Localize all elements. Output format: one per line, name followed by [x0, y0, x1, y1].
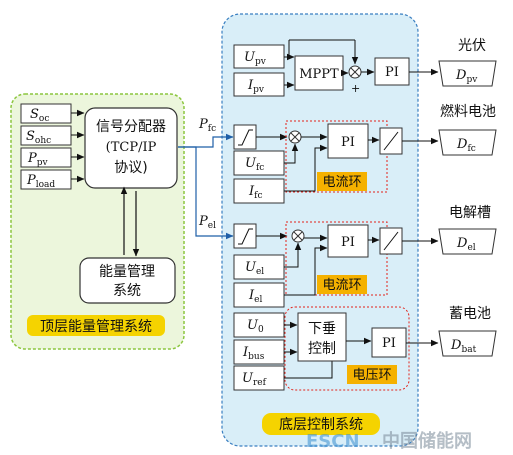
- bat-pi-block: [371, 327, 407, 358]
- svg-text:Ipv: Ipv: [247, 78, 265, 95]
- bottom-panel-title: 底层控制系统: [279, 417, 363, 433]
- pv-title: 光伏: [458, 38, 486, 54]
- svg-text:Ibus: Ibus: [242, 345, 265, 362]
- watermark-cn: 中国储能网: [382, 430, 472, 452]
- svg-text:Del: Del: [456, 236, 476, 253]
- bat-loop-label: 电压环: [352, 368, 391, 383]
- top-input-soc: Soc: [20, 103, 72, 124]
- top-input-pload: Pload: [20, 169, 72, 190]
- svg-text:Uref: Uref: [242, 371, 267, 388]
- el-section: PI Uel Iel 电流环 电解槽 Del: [233, 205, 497, 308]
- signal-splitter-box: 信号分配器 (TCP/IP 协议): [84, 107, 178, 189]
- svg-text:PI: PI: [341, 235, 355, 250]
- bottom-panel-label-bg: [262, 413, 380, 435]
- svg-text:Ufc: Ufc: [245, 156, 264, 173]
- fc-title: 燃料电池: [440, 103, 496, 120]
- watermark-escn: ESCN: [306, 431, 360, 452]
- svg-text:PI: PI: [382, 336, 396, 351]
- svg-text:下垂: 下垂: [308, 321, 336, 337]
- el-limiter: [233, 223, 257, 249]
- bat-loop-label-bg: [347, 365, 397, 384]
- el-loop-label-bg: [317, 275, 367, 294]
- svg-text:Ifc: Ifc: [248, 184, 263, 201]
- splitter-line3: 协议): [114, 160, 147, 176]
- svg-text:Dpv: Dpv: [455, 68, 478, 85]
- bat-output: [438, 330, 497, 357]
- ems-line2: 系统: [113, 283, 141, 299]
- top-input-ppv: Ppv: [20, 147, 72, 168]
- svg-text:+: +: [351, 82, 360, 95]
- pel-label: Pel: [198, 214, 216, 231]
- svg-text:Dbat: Dbat: [450, 338, 477, 355]
- el-current-loop: [285, 221, 388, 296]
- bat-voltage-loop: [284, 306, 410, 391]
- top-panel-label-bg: [27, 315, 165, 336]
- pfc-label: Pfc: [198, 117, 216, 134]
- el-output: [438, 228, 497, 255]
- mppt-block: [294, 55, 344, 91]
- svg-text:Sohc: Sohc: [26, 129, 51, 146]
- el-title: 电解槽: [449, 205, 491, 221]
- fc-loop-label: 电流环: [322, 175, 361, 190]
- svg-text:Soc: Soc: [30, 107, 49, 124]
- svg-text:控制: 控制: [308, 341, 336, 357]
- top-input-sohc: Sohc: [20, 125, 72, 146]
- fc-loop-label-bg: [317, 172, 367, 191]
- svg-text:MPPT: MPPT: [299, 67, 339, 82]
- el-loop-label: 电流环: [322, 278, 361, 293]
- svg-text:Iel: Iel: [248, 288, 262, 305]
- ems-line1: 能量管理: [99, 264, 155, 280]
- splitter-line2: (TCP/IP: [106, 140, 157, 155]
- watermark: ESCN 中国储能网: [306, 430, 472, 452]
- fc-section: PI Ufc Ifc 电流环 燃料电池 Dfc: [233, 103, 497, 204]
- fc-output: [438, 129, 497, 156]
- bat-title: 蓄电池: [449, 306, 491, 322]
- ems-box: 能量管理 系统: [79, 257, 176, 304]
- svg-text:Ppv: Ppv: [27, 151, 49, 168]
- bat-section: U0 Ibus Uref 下垂 控制 PI 电压环 蓄电池 Dbat: [233, 306, 497, 391]
- splitter-line1: 信号分配器: [96, 119, 166, 135]
- pv-output: [438, 60, 497, 87]
- svg-text:PI: PI: [341, 135, 355, 150]
- el-pi-block: [327, 224, 369, 258]
- fc-limiter: [233, 124, 257, 150]
- svg-text:Pload: Pload: [26, 173, 55, 190]
- pv-section: Upv Ipv MPPT + PI 光伏 Dpv: [233, 38, 497, 97]
- svg-text:Uel: Uel: [245, 260, 264, 277]
- fc-current-loop: [285, 120, 388, 193]
- droop-control-block: [297, 312, 347, 362]
- svg-text:U0: U0: [247, 318, 264, 335]
- svg-text:Dfc: Dfc: [456, 137, 476, 154]
- svg-text:PI: PI: [385, 65, 399, 80]
- top-panel-title: 顶层能量管理系统: [40, 319, 152, 335]
- pv-pi-block: [374, 57, 410, 86]
- fc-pi-block: [327, 123, 369, 159]
- svg-text:Upv: Upv: [244, 50, 267, 67]
